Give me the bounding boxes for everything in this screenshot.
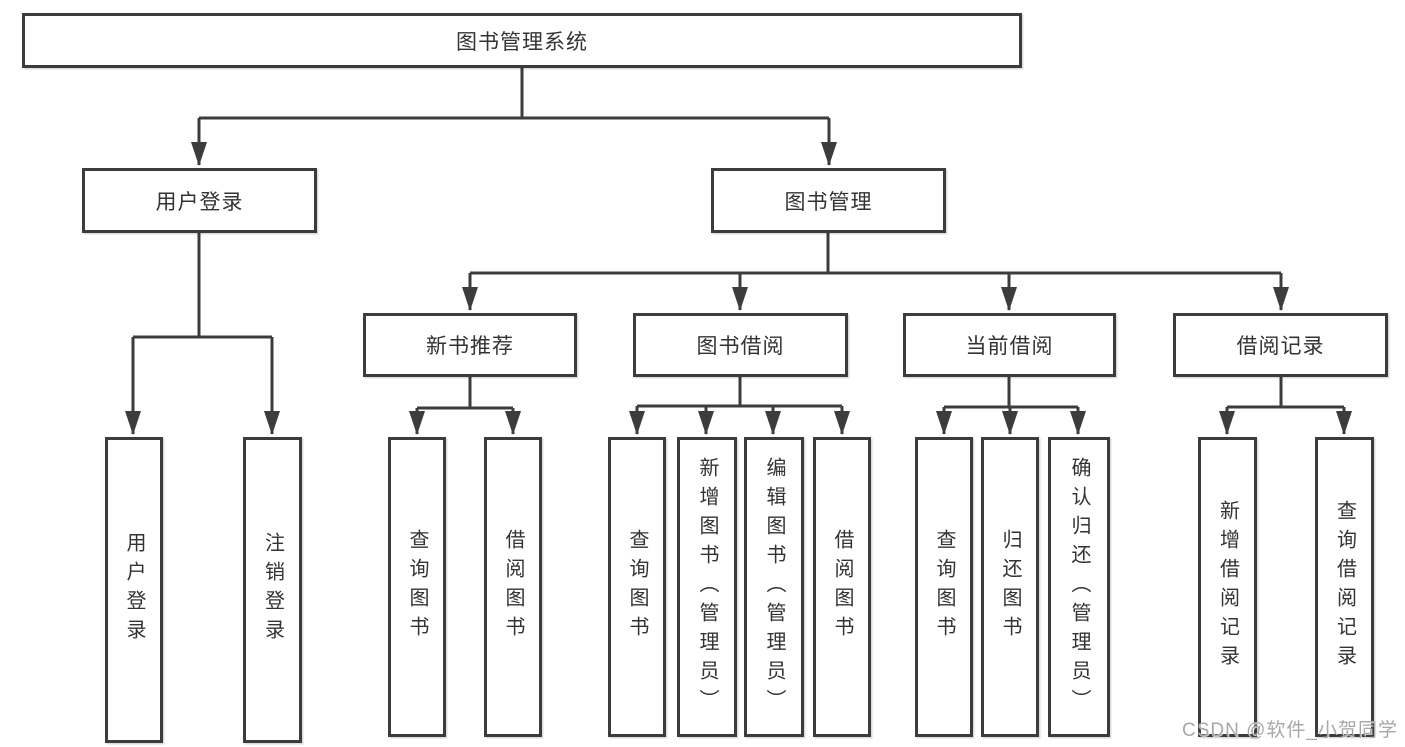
connector-book-management-children [462, 232, 1289, 311]
connector-current-borrow-children [936, 377, 1086, 435]
node-leaf-confirm-return-admin: 确认归还（管理员） [1048, 437, 1110, 737]
node-leaf-user-login: 用户登录 [105, 437, 163, 743]
node-leaf-query-books: 查询图书 [388, 437, 446, 737]
node-new-book-recommend: 新书推荐 [363, 313, 577, 377]
node-leaf-borrow-books: 借阅图书 [813, 437, 871, 737]
csdn-watermark: CSDN @软件_小贺同学 [1182, 720, 1398, 741]
node-leaf-query-books: 查询图书 [915, 437, 973, 737]
node-current-borrow: 当前借阅 [903, 313, 1116, 377]
node-borrow-records: 借阅记录 [1173, 313, 1388, 377]
node-leaf-query-books: 查询图书 [608, 437, 666, 737]
node-book-management: 图书管理 [711, 168, 946, 233]
node-leaf-edit-books-admin: 编辑图书（管理员） [744, 437, 804, 737]
node-leaf-add-borrow-record: 新增借阅记录 [1198, 437, 1257, 737]
node-user-login: 用户登录 [82, 168, 317, 233]
node-book-borrow: 图书借阅 [633, 313, 848, 377]
connector-root-to-level2 [191, 68, 837, 166]
connector-book-borrow-children [629, 377, 850, 435]
node-leaf-logout: 注销登录 [243, 437, 302, 743]
connector-new-book-children [409, 377, 521, 435]
node-leaf-add-books-admin: 新增图书（管理员） [677, 437, 737, 737]
node-leaf-borrow-books: 借阅图书 [484, 437, 542, 737]
connector-user-login-children [125, 233, 280, 435]
connector-borrow-records-children [1219, 377, 1352, 435]
node-library-management-system: 图书管理系统 [22, 13, 1022, 68]
node-leaf-return-books: 归还图书 [981, 437, 1039, 737]
node-leaf-query-borrow-record: 查询借阅记录 [1315, 437, 1374, 737]
